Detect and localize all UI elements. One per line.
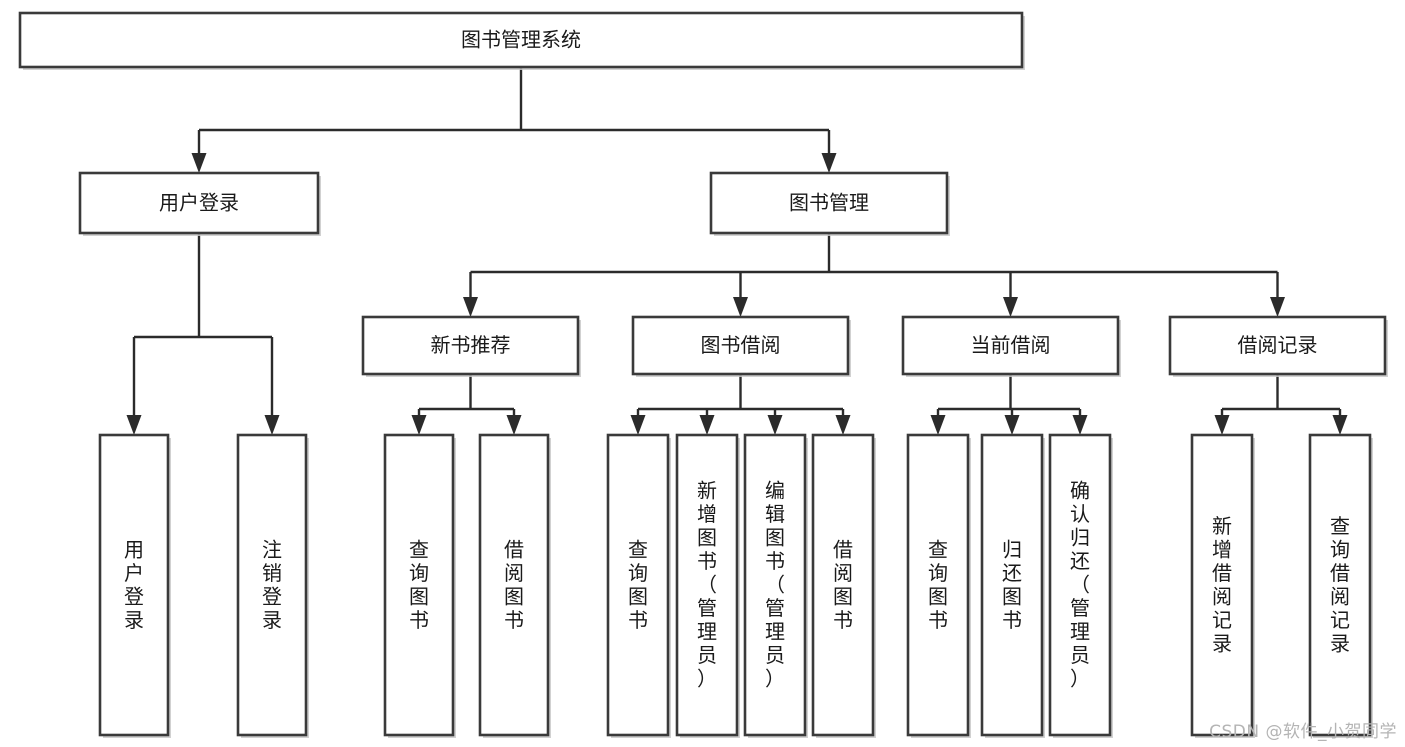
node-book-manage[interactable]: 图书管理 [709,171,950,236]
edge-group-root [191,67,837,173]
node-leaf-query-book-new[interactable]: 查询图书 [383,433,456,738]
node-current-borrow[interactable]: 当前借阅 [901,315,1121,377]
node-book-borrow[interactable]: 图书借阅 [631,315,851,377]
arrow-head-icon [411,415,427,435]
node-rect[interactable] [906,433,970,737]
edge-group-book-borrow [630,374,851,435]
node-rect[interactable] [478,433,550,737]
node-label: 借阅图书 [504,537,524,632]
node-leaf-query-book-borrow[interactable]: 查询图书 [606,433,671,738]
node-rect[interactable] [606,433,670,737]
arrow-head-icon [835,415,851,435]
edge-group-current-borrow [930,374,1088,435]
arrow-head-icon [930,415,946,435]
arrow-head-icon [630,415,646,435]
node-borrow-record[interactable]: 借阅记录 [1168,315,1388,377]
nodes-layer: 图书管理系统用户登录图书管理新书推荐图书借阅当前借阅借阅记录用户登录注销登录查询… [18,11,1388,738]
node-leaf-add-book[interactable]: 新增图书（管理员） [675,433,740,738]
node-rect[interactable] [631,315,850,376]
node-label: 归还图书 [1002,537,1022,632]
arrow-head-icon [463,297,478,317]
node-label: 编辑图书（管理员） [765,479,785,691]
edges-layer [126,67,1348,435]
arrow-head-icon [1332,415,1348,435]
node-root[interactable]: 图书管理系统 [18,11,1025,70]
node-label: 新增借阅记录 [1212,514,1232,656]
node-label: 用户登录 [159,191,239,215]
node-label: 用户登录 [124,537,144,632]
arrow-head-icon [264,415,280,435]
arrow-head-icon [699,415,715,435]
edge-group-new-book-recommend [411,374,522,435]
node-user-login[interactable]: 用户登录 [78,171,321,236]
arrow-head-icon [733,297,748,317]
node-label: 确认归还（管理员） [1070,479,1090,691]
node-rect[interactable] [236,433,308,737]
arrow-head-icon [1214,415,1230,435]
node-rect[interactable] [361,315,580,376]
node-leaf-query-book-current[interactable]: 查询图书 [906,433,971,738]
arrow-head-icon [191,153,207,173]
node-rect[interactable] [709,171,949,235]
node-leaf-add-record[interactable]: 新增借阅记录 [1190,433,1255,738]
arrow-head-icon [821,153,837,173]
node-label: 新书推荐 [431,333,511,357]
node-leaf-borrow-book-new[interactable]: 借阅图书 [478,433,551,738]
node-label: 查询图书 [628,537,648,632]
arrow-head-icon [767,415,783,435]
arrow-head-icon [1072,415,1088,435]
node-leaf-confirm-return[interactable]: 确认归还（管理员） [1048,433,1113,738]
node-rect[interactable] [901,315,1120,376]
node-leaf-edit-book[interactable]: 编辑图书（管理员） [743,433,808,738]
node-label: 注销登录 [262,537,282,632]
node-rect[interactable] [675,433,739,737]
node-label: 借阅图书 [833,537,853,632]
node-leaf-borrow-book[interactable]: 借阅图书 [811,433,876,738]
node-rect[interactable] [1048,433,1112,737]
node-rect[interactable] [743,433,807,737]
node-label: 查询借阅记录 [1330,514,1350,656]
node-rect[interactable] [18,11,1024,69]
node-rect[interactable] [383,433,455,737]
node-new-book-recommend[interactable]: 新书推荐 [361,315,581,377]
node-rect[interactable] [980,433,1044,737]
node-label: 借阅记录 [1238,333,1318,357]
node-label: 新增图书（管理员） [697,479,717,691]
edge-group-book-manage [463,233,1285,317]
node-leaf-user-logout[interactable]: 注销登录 [236,433,309,738]
node-label: 图书管理系统 [461,28,581,52]
node-leaf-return-book[interactable]: 归还图书 [980,433,1045,738]
arrow-head-icon [506,415,522,435]
node-rect[interactable] [1190,433,1254,737]
node-rect[interactable] [1168,315,1387,376]
arrow-head-icon [1270,297,1285,317]
edge-group-borrow-record [1214,374,1348,435]
edge-group-user-login [126,233,280,435]
node-rect[interactable] [811,433,875,737]
node-label: 图书借阅 [701,333,781,357]
node-leaf-user-login[interactable]: 用户登录 [98,433,171,738]
arrow-head-icon [1004,415,1020,435]
node-label: 当前借阅 [971,333,1051,357]
node-rect[interactable] [98,433,170,737]
node-label: 图书管理 [789,191,869,215]
node-label: 查询图书 [928,537,948,632]
arrow-head-icon [1003,297,1018,317]
node-rect[interactable] [78,171,320,235]
arrow-head-icon [126,415,142,435]
node-leaf-query-record[interactable]: 查询借阅记录 [1308,433,1373,738]
node-label: 查询图书 [409,537,429,632]
node-rect[interactable] [1308,433,1372,737]
